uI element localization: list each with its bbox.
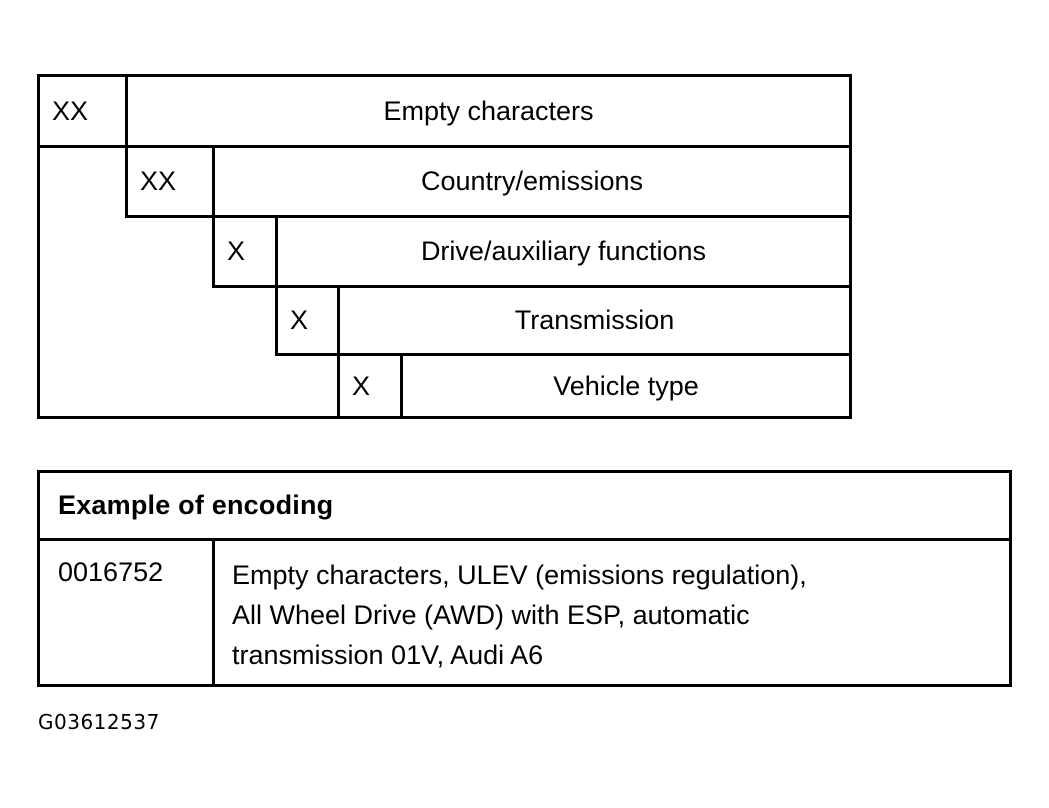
example-description-cell: Empty characters, ULEV (emissions regula…	[218, 541, 1009, 684]
code-cell-row-2: XX	[128, 148, 212, 215]
code-cell-row-5: X	[340, 356, 400, 416]
code-cell-row-1: XX	[40, 77, 125, 145]
code-text-row-3: X	[227, 236, 246, 266]
example-of-encoding-table: Example of encoding 0016752 Empty charac…	[37, 470, 1012, 687]
row-separator-3	[212, 285, 849, 288]
step-divider-5	[400, 353, 403, 416]
code-cell-row-4: X	[278, 288, 337, 353]
step-divider-3	[275, 215, 278, 353]
description-line-2: All Wheel Drive (AWD) with ESP, automati…	[232, 600, 750, 630]
encoding-structure-diagram: XX Empty characters XX Country/emissions…	[37, 74, 852, 419]
example-code-text: 0016752	[58, 557, 164, 587]
example-code-cell: 0016752	[40, 541, 215, 684]
label-text-row-4: Transmission	[514, 305, 675, 335]
step-divider-2	[212, 145, 215, 285]
label-cell-row-5: Vehicle type	[403, 356, 849, 416]
description-line-1: Empty characters, ULEV (emissions regula…	[232, 560, 807, 590]
label-text-row-3: Drive/auxiliary functions	[420, 236, 707, 266]
code-text-row-4: X	[290, 305, 309, 335]
code-text-row-5: X	[352, 370, 371, 401]
code-text-row-1: XX	[52, 95, 89, 126]
description-line-3: transmission 01V, Audi A6	[232, 640, 544, 670]
label-text-row-2: Country/emissions	[420, 166, 644, 196]
step-divider-4	[337, 285, 340, 419]
row-separator-4	[275, 353, 849, 356]
example-table-header: Example of encoding	[40, 473, 1009, 541]
figure-id-label: G03612537	[38, 710, 160, 734]
row-separator-2	[125, 215, 849, 218]
label-cell-row-4: Transmission	[340, 288, 849, 353]
label-cell-row-3: Drive/auxiliary functions	[278, 218, 849, 285]
step-divider-1	[125, 77, 128, 215]
code-text-row-2: XX	[140, 166, 177, 196]
code-cell-row-3: X	[215, 218, 275, 285]
label-cell-row-2: Country/emissions	[215, 148, 849, 215]
label-text-row-5: Vehicle type	[553, 370, 699, 401]
row-separator-1	[40, 145, 849, 148]
label-cell-row-1: Empty characters	[128, 77, 849, 145]
label-text-row-1: Empty characters	[383, 95, 594, 126]
example-table-body: 0016752 Empty characters, ULEV (emission…	[40, 541, 1009, 684]
example-header-text: Example of encoding	[58, 490, 334, 520]
